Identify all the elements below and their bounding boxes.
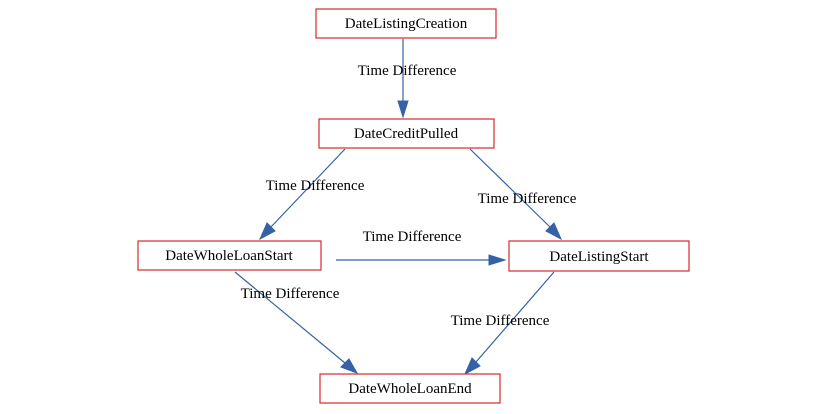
edge-wholeloanstart-to-listingstart xyxy=(336,254,507,266)
arrow-head xyxy=(463,357,481,376)
edge-credit-to-wholeloanstart xyxy=(258,148,346,241)
node-box xyxy=(319,373,501,404)
node-date-whole-loan-start: DateWholeLoanStart xyxy=(137,240,322,271)
node-box xyxy=(318,118,495,149)
arrow-head xyxy=(397,100,409,119)
arrow-head xyxy=(340,358,359,374)
node-label: DateListingStart xyxy=(549,249,649,265)
edge-label: Time Difference xyxy=(451,313,550,329)
edge-credit-to-listingstart xyxy=(469,148,563,241)
edge-line xyxy=(270,148,346,228)
edge-wholeloanstart-to-wholeloanend xyxy=(234,271,359,374)
arrow-head xyxy=(258,222,276,241)
node-box xyxy=(508,240,690,272)
edge-label: Time Difference xyxy=(358,63,457,79)
node-label: DateCreditPulled xyxy=(354,126,459,142)
arrow-head xyxy=(488,254,507,266)
node-label: DateWholeLoanEnd xyxy=(348,381,472,397)
edge-line xyxy=(475,271,555,363)
edge-line xyxy=(469,148,551,228)
edge-line xyxy=(234,271,346,364)
node-date-listing-creation: DateListingCreation xyxy=(315,8,497,39)
node-date-credit-pulled: DateCreditPulled xyxy=(318,118,495,149)
edge-listingstart-to-wholeloanend xyxy=(463,271,555,376)
node-date-whole-loan-end: DateWholeLoanEnd xyxy=(319,373,501,404)
edge-label: Time Difference xyxy=(363,229,462,245)
node-box xyxy=(315,8,497,39)
arrow-head xyxy=(545,222,563,241)
node-date-listing-start: DateListingStart xyxy=(508,240,690,272)
edge-label: Time Difference xyxy=(241,286,340,302)
edge-label: Time Difference xyxy=(478,191,577,207)
node-label: DateListingCreation xyxy=(345,16,468,32)
edge-label: Time Difference xyxy=(266,178,365,194)
node-label: DateWholeLoanStart xyxy=(165,248,293,264)
edge-creation-to-credit xyxy=(397,39,409,119)
node-box xyxy=(137,240,322,271)
